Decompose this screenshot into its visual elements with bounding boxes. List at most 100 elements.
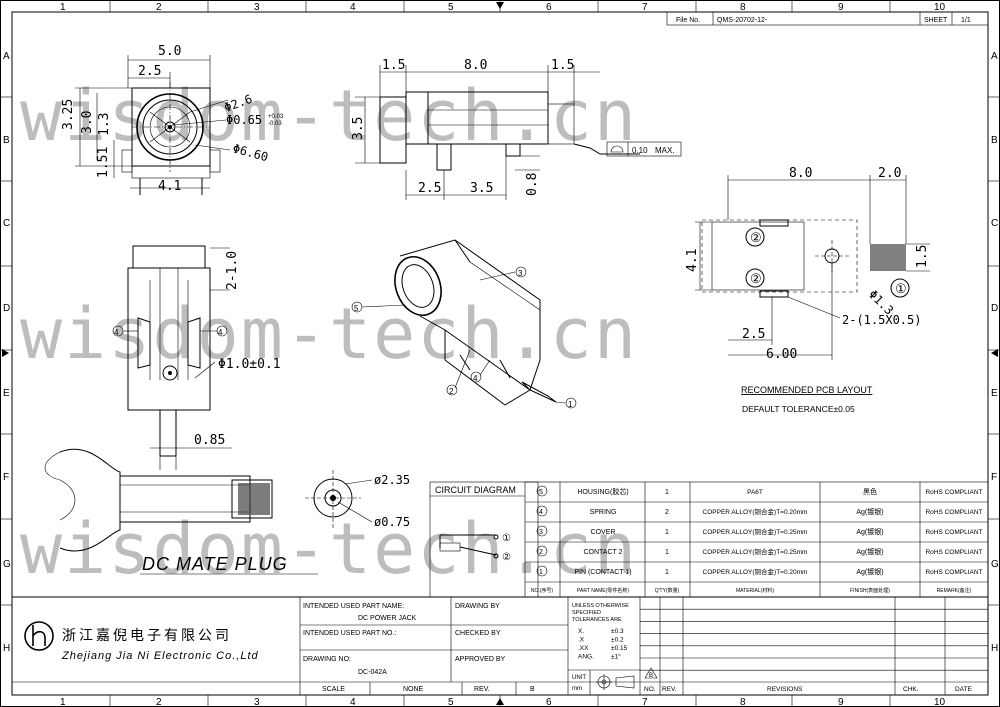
dim-pcb-left: 4.1 <box>685 249 700 272</box>
approved-by-label: APPROVED BY <box>455 656 506 663</box>
bom-row-number-circle <box>536 505 548 517</box>
bom-material: COPPER ALLOY(铜合金)T=0.25mm <box>703 547 808 556</box>
right-center-arrow <box>991 349 998 357</box>
column-label: 4 <box>350 697 356 707</box>
bom-qty: 1 <box>665 529 669 536</box>
bom-header-material: MATERIAL(材料) <box>736 587 774 594</box>
revision-table <box>640 596 988 695</box>
bom-material: PA6T <box>747 489 763 496</box>
tolerance-value: ±0.2 <box>611 637 624 644</box>
watermark-row-3: wisdom-tech.cn <box>20 508 638 590</box>
tolerance-value: ±0.15 <box>611 645 628 652</box>
bom-row-number-circle <box>536 525 548 537</box>
rev-label: REV. <box>474 686 490 693</box>
top-center-arrow <box>496 2 504 9</box>
row-label: E <box>991 388 998 399</box>
rev-table-chk: CHK. <box>903 686 919 693</box>
bom-row-number: 2 <box>539 549 543 556</box>
bom-material: COPPER ALLOY(铜合金)T=0.20mm <box>703 567 808 576</box>
bom-remark: RoHS COMPLIANT <box>925 569 982 576</box>
bom-header-remark: REMARK(备注) <box>937 587 972 594</box>
svg-text:2: 2 <box>449 387 454 396</box>
column-label: 2 <box>156 2 162 13</box>
tolerance-key: ANG. <box>578 654 594 661</box>
dim-front-bottom: 4.1 <box>158 179 181 194</box>
pcb-layout-title: RECOMMENDED PCB LAYOUT <box>741 385 873 395</box>
pcb-pad-2-label: ② <box>750 230 762 245</box>
dim-front-width: 5.0 <box>158 44 181 59</box>
flatness-max: MAX. <box>655 146 675 155</box>
column-label: 6 <box>546 697 552 707</box>
row-label: D <box>991 303 998 314</box>
rev-table-revisions: REVISIONS <box>767 686 803 693</box>
bom-part-name: HOUSING(胶芯) <box>577 487 628 496</box>
dim-front-h13: 1.3 <box>97 113 112 136</box>
company-name-cn: 浙江嘉倪电子有限公司 <box>62 627 232 643</box>
tolerance-key: .X <box>578 637 585 644</box>
column-label: 8 <box>740 2 746 13</box>
dim-side-mid: 8.0 <box>464 58 487 73</box>
dim-front-h151: 1.51 <box>96 147 111 178</box>
svg-text:4: 4 <box>114 328 119 337</box>
column-label: 5 <box>448 2 454 13</box>
circuit-title: CIRCUIT DIAGRAM <box>435 485 516 495</box>
column-label: 6 <box>546 2 552 13</box>
bom-remark: RoHS COMPLIANT <box>925 509 982 516</box>
bom-part-name: COVER <box>591 529 616 536</box>
bom-header-name: PART NAME(零件名称) <box>577 587 629 594</box>
sheet-value: 1/1 <box>961 17 971 24</box>
bom-header-finish: FINISH(表面处理) <box>850 587 890 594</box>
file-no-value: QMS-20702-12- <box>717 17 768 24</box>
pcb-pad-2b-label: ② <box>750 271 762 286</box>
dim-top-21: 2-1.0 <box>225 251 240 290</box>
bom-finish: Ag(镀银) <box>856 547 883 556</box>
svg-text:4: 4 <box>473 374 478 383</box>
tolerance-key: .XX <box>578 645 589 652</box>
checked-by-label: CHECKED BY <box>455 630 501 637</box>
column-label: 3 <box>254 2 260 13</box>
dim-phi065-tol-plus: +0.03 <box>268 114 284 120</box>
row-label: B <box>991 135 998 146</box>
dim-side-b1: 2.5 <box>418 181 441 196</box>
tol-title-2: SPECIFIED <box>572 610 601 616</box>
company-logo <box>24 621 54 651</box>
bom-header-qty: Q'TY(数量) <box>655 587 680 594</box>
drawing-no-value: DC-042A <box>358 669 387 676</box>
scale-value: NONE <box>403 686 424 693</box>
bom-row-number: 3 <box>539 529 543 536</box>
plug-label: DC MATE PLUG <box>142 554 288 574</box>
svg-text:5: 5 <box>354 304 359 313</box>
bom-material: COPPER ALLOY(铜合金)T=0.25mm <box>703 527 808 536</box>
rev-table-date: DATE <box>955 686 973 693</box>
bom-finish: Ag(镀银) <box>856 527 883 536</box>
revision-triangle-label: B <box>649 673 653 679</box>
bom-remark: RoHS COMPLIANT <box>925 549 982 556</box>
dim-plug-phi075: ø0.75 <box>374 515 410 529</box>
column-label: 9 <box>838 2 844 13</box>
row-label: C <box>991 218 998 229</box>
unit-value: mm <box>572 686 582 692</box>
dim-side-right: 1.5 <box>551 58 574 73</box>
row-label: G <box>991 559 999 570</box>
row-label: C <box>3 218 10 229</box>
watermark-row-2: wisdom-tech.cn <box>20 293 638 375</box>
bom-row-number-circle <box>536 485 548 497</box>
drawing-by-label: DRAWING BY <box>455 603 500 610</box>
tolerance-value: ±1° <box>611 653 621 661</box>
dim-phi065: Φ0.65 <box>226 113 262 127</box>
bom-part-name: SPRING <box>590 509 617 516</box>
dim-pcb-slot: 2-(1.5X0.5) <box>842 313 921 327</box>
title-block: 浙江嘉倪电子有限公司 Zhejiang Jia Ni Electronic Co… <box>12 596 988 695</box>
dc-mate-plug: ø2.35 ø0.75 DC MATE PLUG <box>44 448 410 575</box>
file-number-block: File No. QMS-20702-12- SHEET 1/1 <box>666 11 989 26</box>
row-label: A <box>991 51 998 62</box>
bom-part-name: PIN (CONTACT 1) <box>574 569 631 576</box>
column-label: 1 <box>60 2 66 13</box>
dim-top-085: 0.85 <box>194 433 225 448</box>
left-center-arrow <box>2 349 9 357</box>
pcb-layout: ② ② ① 8.0 2.0 4.1 1.5 2.5 6.00 Φ1.3 2-(1… <box>685 166 930 414</box>
dim-side-b3: 0.8 <box>525 173 540 196</box>
